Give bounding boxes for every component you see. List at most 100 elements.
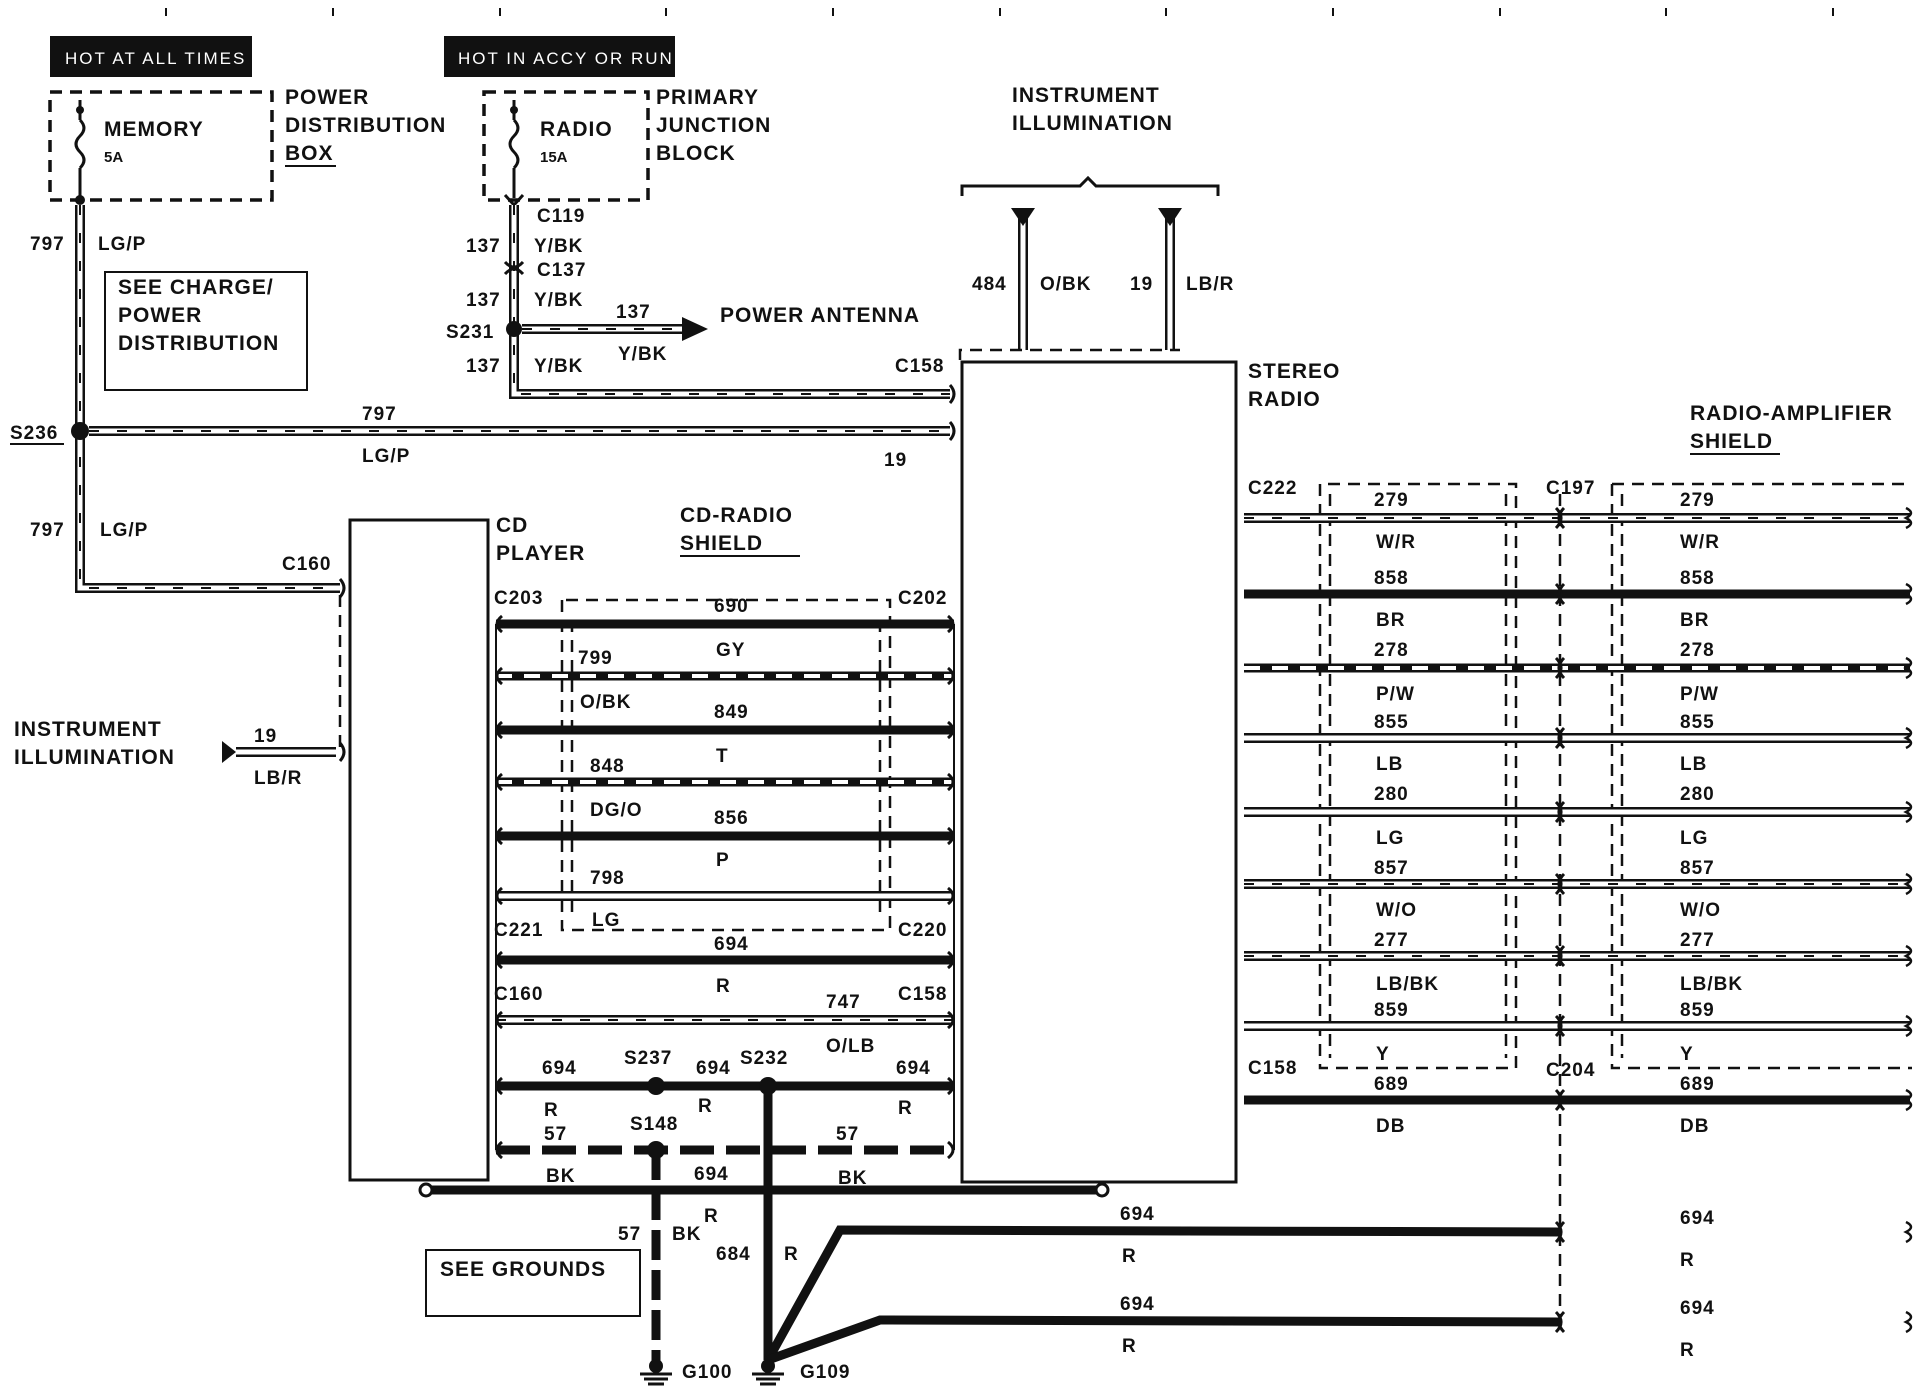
wire-olb-label: O/LB [826,1036,875,1057]
wire-obk-label: O/BK [580,692,632,713]
wire-57-label-a: 57 [544,1124,567,1145]
wire-lgp-label-a: LG/P [98,234,146,255]
wire-694-label-a: 694 [714,934,749,955]
splice-s231-label: S231 [446,322,494,343]
wire-797-label-b: 797 [30,520,65,541]
wire-lg-label: LG [592,910,620,931]
amp-rb-right: R [1680,1340,1695,1361]
amp-labels-left: 279 W/R 858 BR 278 P/W 855 LB 280 LG 857… [1120,490,1439,1357]
amp-280-right: 280 [1680,784,1715,805]
power-distribution-box-label-1: POWER [285,86,369,109]
wire-19-left-label: 19 [254,726,277,747]
wire-dgo-label: DG/O [590,800,643,821]
amp-858-right: 858 [1680,568,1715,589]
power-distribution-box-label-2: DISTRIBUTION [285,114,446,137]
power-distribution-box-outline [48,90,274,202]
wire-856-label: 856 [714,808,749,829]
amp-855-right: 855 [1680,712,1715,733]
wire-obk-484-label: O/BK [1040,274,1092,295]
amp-br-right: BR [1680,610,1709,631]
power-antenna-label: POWER ANTENNA [720,304,920,327]
wire-690-label: 690 [714,596,749,617]
wire-gy-label: GY [716,640,745,661]
primary-junction-block-label-2: JUNCTION [656,114,771,137]
connector-c221: C221 [494,920,543,941]
wire-lgp-label-h: LG/P [362,446,410,467]
primary-junction-block-outline [482,90,650,202]
cd-bus-wires [495,614,955,1160]
cd-player-module [348,518,490,1182]
see-charge-note [104,271,308,391]
cd-player-label-1: CD [496,514,528,537]
hot-at-all-times-label: HOT AT ALL TIMES [65,49,246,68]
wire-797-label-h: 797 [362,404,397,425]
wire-bk-label-c: BK [672,1224,701,1245]
amp-lbbk-left: LB/BK [1376,974,1439,995]
see-charge-line-3: DISTRIBUTION [118,332,279,355]
amp-pw-right: P/W [1680,684,1719,705]
connector-c158-top: C158 [895,356,944,377]
amp-858-left: 858 [1374,568,1409,589]
wire-ybk-label-a: Y/BK [534,236,583,257]
amp-279-left: 279 [1374,490,1409,511]
connector-c203: C203 [494,588,543,609]
amp-694b-left: 694 [1120,1294,1155,1315]
amp-ra-right: R [1680,1250,1695,1271]
radio-fuse-label: RADIO [540,118,613,141]
amp-wo-right: W/O [1680,900,1721,921]
amp-wr-left: W/R [1376,532,1416,553]
wire-57-label-c: 57 [618,1224,641,1245]
wire-798-label: 798 [590,868,625,889]
see-charge-line-2: POWER [118,304,202,327]
cd-radio-shield-label-1: CD-RADIO [680,504,793,527]
connector-c158-right: C158 [1248,1058,1297,1079]
cd-radio-shield-label-2: SHIELD [680,532,763,555]
stereo-radio-label-2: RADIO [1248,388,1321,411]
wire-t-label: T [716,746,729,767]
wire-684-label: 684 [716,1244,751,1265]
radio-amp-shield-label-1: RADIO-AMPLIFIER [1690,402,1893,425]
amp-shield-right [1610,482,1912,1070]
memory-fuse-label: MEMORY [104,118,204,141]
amp-wo-left: W/O [1376,900,1417,921]
wire-694-label-e: 694 [694,1164,729,1185]
wire-r-label-d: R [898,1098,913,1119]
wire-849-label: 849 [714,702,749,723]
wire-799-label: 799 [578,648,613,669]
radio-amp-shield-label-2: SHIELD [1690,430,1773,453]
connector-c197: C197 [1546,478,1595,499]
amp-db-left: DB [1376,1116,1405,1137]
instrument-illumination-top-2: ILLUMINATION [1012,112,1173,135]
amp-lbbk-right: LB/BK [1680,974,1743,995]
wire-694-label-b: 694 [542,1058,577,1079]
amp-278-left: 278 [1374,640,1409,661]
amp-278-right: 278 [1680,640,1715,661]
wire-484-obk [1011,208,1035,350]
amp-br-left: BR [1376,610,1405,631]
wire-137-to-antenna [522,317,708,341]
wire-684-r [763,1086,1561,1365]
connector-c204: C204 [1546,1060,1595,1081]
amp-689-left: 689 [1374,1074,1409,1095]
amp-lg-left: LG [1376,828,1404,849]
wire-484-label: 484 [972,274,1007,295]
wire-694-label-d: 694 [896,1058,931,1079]
amp-lb-right: LB [1680,754,1707,775]
top-ruler [165,8,1834,16]
amp-pw-left: P/W [1376,684,1415,705]
hot-in-accy-label: HOT IN ACCY OR RUN [458,49,674,68]
splice-s231 [506,321,522,337]
ground-g100-icon [640,1359,672,1386]
wire-137-label-ant: 137 [616,302,651,323]
memory-fuse-rating: 5A [104,149,123,166]
see-grounds-label: SEE GROUNDS [440,1258,606,1281]
stereo-radio-module [960,360,1238,1184]
ground-g109-label: G109 [800,1362,850,1383]
splice-s237-label: S237 [624,1048,672,1069]
cd-radio-shield-outline [560,598,892,932]
wire-19-lbr-left [222,741,336,763]
wire-19-lbr-top [1158,208,1182,350]
amp-277-left: 277 [1374,930,1409,951]
radio-fuse-icon [503,100,525,208]
wire-ybk-label-ant: Y/BK [618,344,667,365]
